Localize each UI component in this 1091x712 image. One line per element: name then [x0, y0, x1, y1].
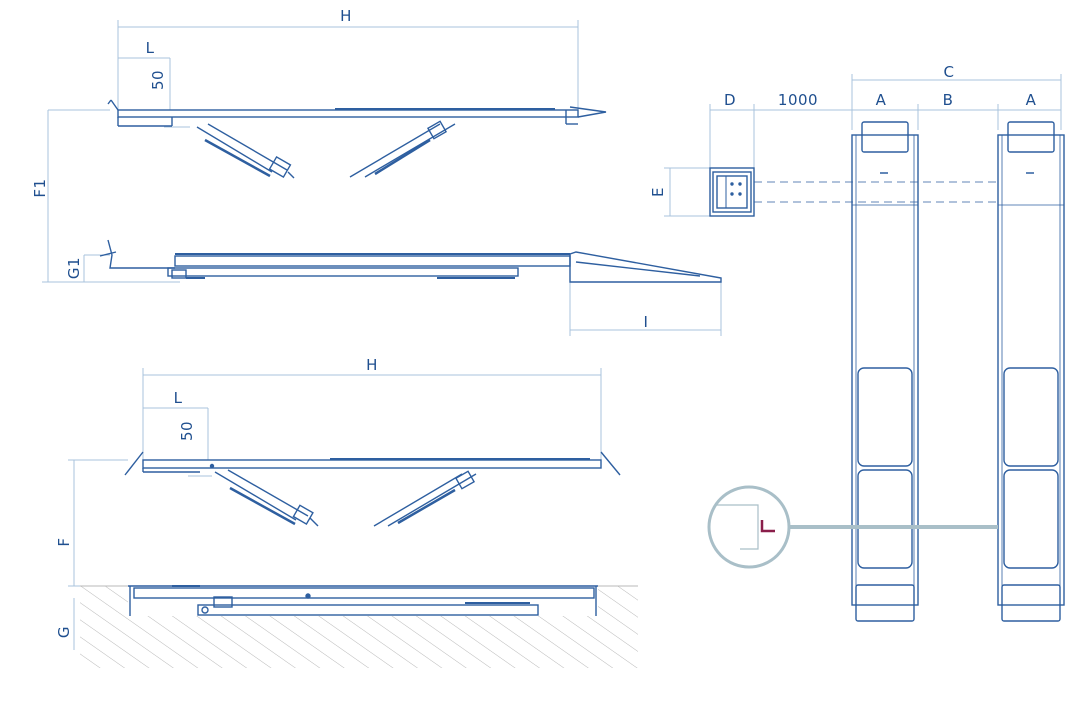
- plan-view: C D 1000 A B A E: [649, 63, 1065, 622]
- scissor-arms-flush: [214, 469, 477, 527]
- scissor-arms-surface: [196, 120, 456, 179]
- dimension-lines-bottom: [68, 368, 602, 650]
- ground-hatching: [80, 585, 638, 668]
- label-h-bottom: H: [366, 356, 378, 374]
- label-50-bottom: 50: [178, 421, 196, 441]
- label-f1: F1: [31, 178, 49, 197]
- label-g1: G1: [65, 257, 83, 279]
- label-f: F: [55, 537, 73, 546]
- label-i: I: [644, 313, 649, 331]
- label-h-top: H: [340, 7, 352, 25]
- label-g: G: [55, 626, 73, 638]
- label-l-top: L: [146, 39, 155, 57]
- label-c: C: [944, 63, 955, 81]
- pit-frame: [128, 585, 598, 616]
- runway-right: [997, 121, 1065, 622]
- label-e: E: [649, 187, 667, 197]
- label-d: D: [724, 91, 736, 109]
- control-console: [709, 167, 755, 217]
- label-l-bottom: L: [174, 389, 183, 407]
- label-b: B: [943, 91, 954, 109]
- side-view-flush: H L 50 F G: [55, 356, 638, 668]
- side-view-surface: H L 50 F1 G1 I: [31, 7, 722, 336]
- detail-callout: [707, 485, 998, 569]
- raised-platform-flush: [124, 451, 621, 476]
- dimension-lines-top: [42, 20, 722, 336]
- label-a-right: A: [1026, 91, 1037, 109]
- runway-left: [851, 121, 919, 622]
- lowered-platform-surface: [99, 239, 722, 283]
- label-a-left: A: [876, 91, 887, 109]
- label-1000: 1000: [778, 91, 818, 109]
- label-50-top: 50: [149, 70, 167, 90]
- raised-platform-surface: [107, 99, 607, 127]
- dimension-lines-plan: [664, 74, 1062, 217]
